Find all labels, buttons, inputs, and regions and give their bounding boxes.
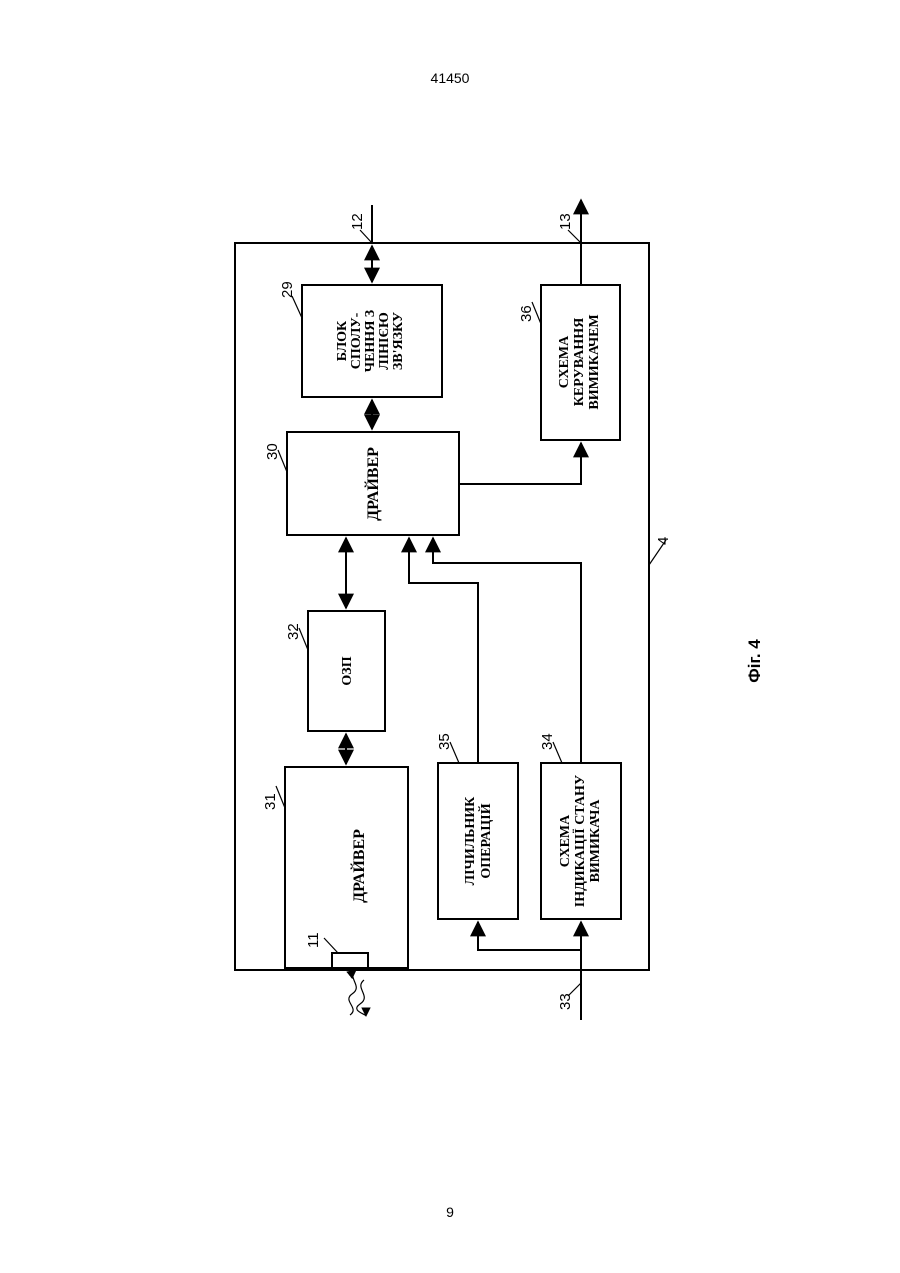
page-number-bottom: 9 [0,1204,900,1220]
svg-text:ДРАЙВЕР: ДРАЙВЕР [363,447,382,521]
ref-4: 4 [655,537,672,545]
svg-text:ВИМИКАЧА: ВИМИКАЧА [588,799,603,883]
svg-text:СПОЛУ-: СПОЛУ- [349,312,364,369]
svg-text:КЕРУВАННЯ: КЕРУВАННЯ [572,318,587,406]
link-30-36 [459,443,581,484]
ref-33: 33 [557,993,574,1010]
block-31-rect [285,767,408,968]
link-34-30 [433,538,581,763]
wireless-link-icon [349,970,356,1015]
svg-text:БЛОК: БЛОК [335,320,350,361]
svg-text:СХЕМА: СХЕМА [557,335,572,388]
block-30-label: ДРАЙВЕР [363,447,382,521]
svg-text:ІНДИКАЦІЇ СТАНУ: ІНДИКАЦІЇ СТАНУ [572,775,588,907]
svg-text:ЧЕННЯ З: ЧЕННЯ З [363,310,378,372]
svg-text:ЛІНІЄЮ: ЛІНІЄЮ [377,312,392,370]
svg-text:ОЗП: ОЗП [340,656,355,685]
ref-35: 35 [436,733,453,750]
svg-text:ОПЕРАЦІЙ: ОПЕРАЦІЙ [477,803,494,878]
ref-12: 12 [349,213,366,230]
ref-29: 29 [279,281,296,298]
block-35-label: ЛІЧИЛЬНИК ОПЕРАЦІЙ [463,796,494,886]
ref-32: 32 [285,623,302,640]
ref-11: 11 [305,932,322,948]
svg-text:ЗВ'ЯЗКУ: ЗВ'ЯЗКУ [391,312,406,370]
leader-29 [292,296,302,318]
block-32-label: ОЗП [340,656,355,685]
link-33-35 [478,922,581,950]
leader-12 [360,230,372,243]
svg-text:ДРАЙВЕР: ДРАЙВЕР [349,829,368,903]
ref-36: 36 [518,305,535,322]
ref-34: 34 [539,733,556,750]
figure-caption: Фіг. 4 [745,639,764,683]
svg-text:СХЕМА: СХЕМА [558,814,573,867]
ref-30: 30 [264,443,281,460]
block-31-label: ДРАЙВЕР [349,829,368,903]
svg-text:ВИМИКАЧЕМ: ВИМИКАЧЕМ [587,314,602,409]
ref-13: 13 [557,213,574,230]
block-35-rect [438,763,518,919]
svg-text:ЛІЧИЛЬНИК: ЛІЧИЛЬНИК [463,796,478,886]
ref-31: 31 [262,793,279,810]
link-35-30 [409,538,478,763]
connector-11-rect [332,953,368,968]
leader-13 [568,230,581,243]
